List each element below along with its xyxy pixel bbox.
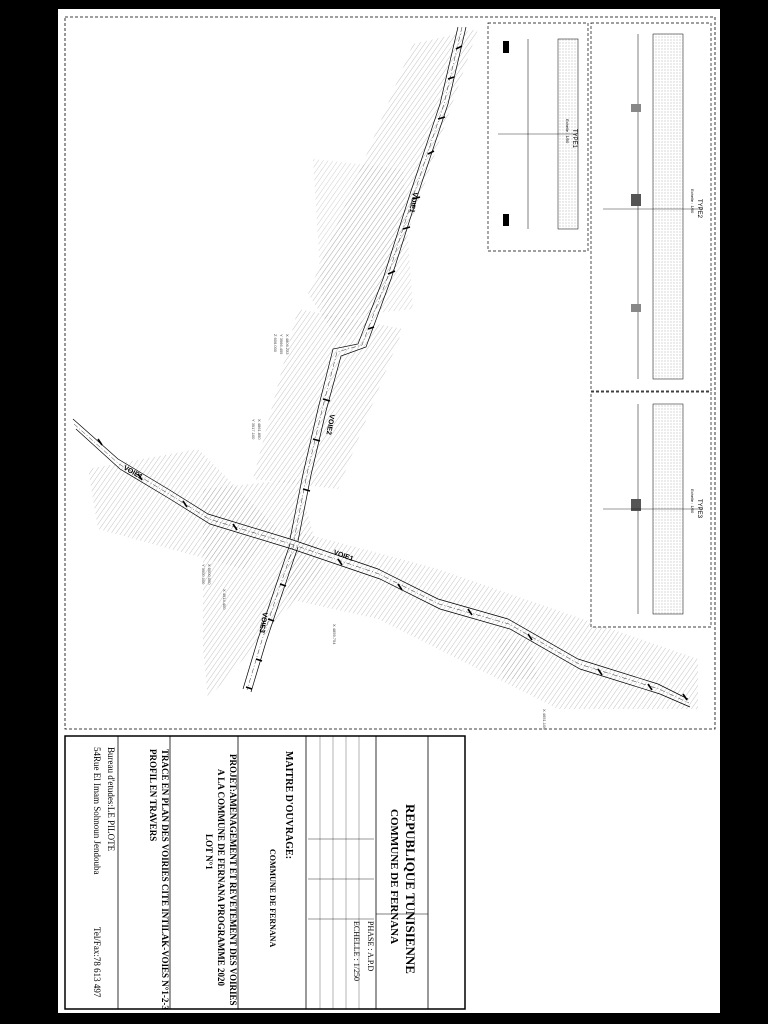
svg-text:X 5000.000: X 5000.000 <box>207 564 212 585</box>
svg-text:X 4859.754: X 4859.754 <box>332 624 337 645</box>
svg-text:Y 3917.100: Y 3917.100 <box>251 419 256 440</box>
svg-text:Z 606.000: Z 606.000 <box>273 334 278 353</box>
bureau-name: Bureau d'etudes:LE PILOTE <box>106 747 116 852</box>
svg-text:Y 3900.000: Y 3900.000 <box>201 564 206 585</box>
profile-label-type2: TYPE2 <box>696 199 702 219</box>
profile-scale-2: Echelle : 1/50 <box>690 189 695 214</box>
profile-scale-1: Echelle : 1/50 <box>565 119 570 144</box>
projet-line-1: PROJET:AMENAGEMENT ET REVETEMENT DES VOI… <box>228 754 238 1006</box>
profile-panels: TYPE1 TYPE2 TYPE3 Echelle : 1/50 Echelle… <box>487 22 712 628</box>
profile-label-type1: TYPE1 <box>571 129 577 149</box>
voie-label-2: VOIE2 <box>324 414 334 436</box>
drawing-sheet: X 4806.223 Y 3966.459 Z 606.000 X 4861.8… <box>55 6 723 1016</box>
scale-label: ECHELLE : 1/250 <box>352 921 361 981</box>
voie-label-3: VOIE3 <box>257 612 267 634</box>
coordinate-notes: X 4806.223 Y 3966.459 Z 606.000 X 4861.8… <box>201 334 547 730</box>
projet-line-2: A LA COMMUNE DE FERNANA PROGRAMME 2020 <box>216 769 226 986</box>
road-alignments <box>72 26 691 708</box>
svg-text:Y 3966.459: Y 3966.459 <box>279 334 284 355</box>
drawing-frame <box>64 16 716 730</box>
bureau-address: 54Rue El Imam Sohnoun Jendouba <box>92 747 102 875</box>
svg-text:X 4914.400: X 4914.400 <box>222 589 227 610</box>
republic-title: REPUBLIQUE TUNISIENNE <box>403 804 418 974</box>
title-block: REPUBLIQUE TUNISIENNE COMMUNE DE FERNANA… <box>64 735 466 1010</box>
profile-label-type3: TYPE3 <box>696 499 702 519</box>
profile-scale-3: Echelle : 1/50 <box>690 489 695 514</box>
voie-label-1: VOIE1 <box>407 192 417 214</box>
survey-marks <box>97 45 688 701</box>
svg-text:X 4651.100: X 4651.100 <box>542 709 547 730</box>
trace-line-1: TRACE EN PLAN DES VOIRIES CITE INTILAK-V… <box>160 749 170 1010</box>
svg-text:X 4861.850: X 4861.850 <box>257 419 262 440</box>
svg-text:X 4806.223: X 4806.223 <box>285 334 290 355</box>
bureau-tel: Tel/Fax:78 613 497 <box>92 927 102 998</box>
maitre-label: MAITRE D'OUVRAGE: <box>283 751 294 859</box>
plan-drawing: X 4806.223 Y 3966.459 Z 606.000 X 4861.8… <box>64 16 716 1010</box>
terrain-hatch <box>88 29 698 709</box>
phase-label: PHASE : A.P.D <box>366 921 375 971</box>
commune-title: COMMUNE DE FERNANA <box>388 809 400 944</box>
maitre-value: COMMUNE DE FERNANA <box>268 849 277 947</box>
trace-line-2: PROFIL EN TRAVERS <box>148 749 158 841</box>
projet-line-3: LOT N°1 <box>204 834 214 870</box>
